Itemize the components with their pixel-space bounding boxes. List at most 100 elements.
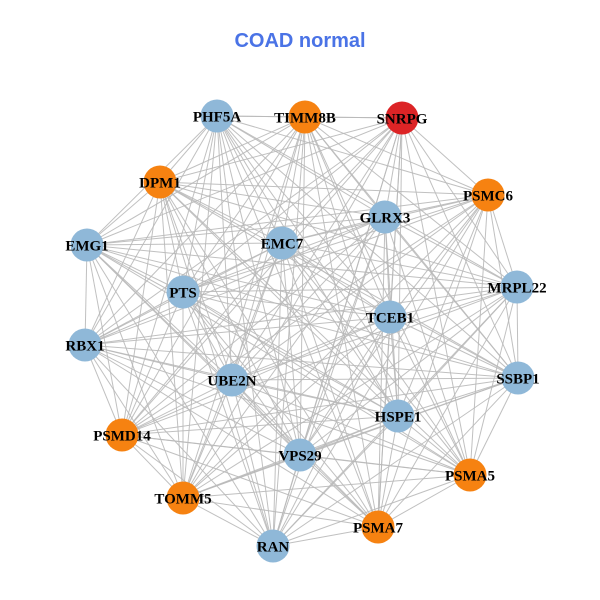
node-label-SSBP1: SSBP1 xyxy=(496,371,539,387)
edge-VPS29-PSMA7 xyxy=(299,454,379,528)
edge-MRPL22-UBE2N xyxy=(231,286,518,381)
edge-SNRPG-EMG1 xyxy=(86,117,403,246)
edge-TIMM8B-PSMD14 xyxy=(121,116,306,436)
edge-VPS29-TOMM5 xyxy=(182,454,301,499)
node-label-PSMD14: PSMD14 xyxy=(93,428,151,444)
edge-EMC7-PSMA5 xyxy=(281,242,471,476)
node-PSMC6 xyxy=(471,178,505,212)
edge-TCEB1-PSMD14 xyxy=(121,316,391,436)
edge-DPM1-EMC7 xyxy=(159,181,283,244)
plot-title: COAD normal xyxy=(234,30,366,52)
node-DPM1 xyxy=(143,165,177,199)
node-label-PTS: PTS xyxy=(169,285,197,301)
edge-EMC7-EMG1 xyxy=(86,242,283,246)
node-UBE2N xyxy=(215,363,249,397)
edge-PTS-PSMA7 xyxy=(182,291,379,528)
edge-SSBP1-RAN xyxy=(272,377,519,547)
edge-PSMC6-TCEB1 xyxy=(389,194,489,318)
edge-MRPL22-TCEB1 xyxy=(389,286,518,318)
edge-RBX1-RAN xyxy=(84,344,274,547)
edge-GLRX3-MRPL22 xyxy=(384,216,518,288)
edge-SNRPG-PSMA5 xyxy=(401,117,471,476)
node-PSMA5 xyxy=(453,458,487,492)
node-label-GLRX3: GLRX3 xyxy=(360,210,411,226)
edge-VPS29-PSMA5 xyxy=(299,454,471,476)
edge-MRPL22-PSMA5 xyxy=(469,286,518,476)
edge-EMC7-MRPL22 xyxy=(281,242,518,288)
edge-PTS-PSMD14 xyxy=(121,291,184,436)
edge-TIMM8B-RBX1 xyxy=(84,116,306,346)
node-label-EMG1: EMG1 xyxy=(65,238,108,254)
edge-DPM1-SSBP1 xyxy=(159,181,519,379)
edge-EMG1-RAN xyxy=(86,244,274,547)
edge-PSMC6-RBX1 xyxy=(84,194,489,346)
edge-TOMM5-RAN xyxy=(182,497,274,547)
edge-HSPE1-PSMA7 xyxy=(377,415,399,528)
edge-GLRX3-UBE2N xyxy=(231,216,386,381)
edge-RBX1-PSMA5 xyxy=(84,344,471,476)
edge-MRPL22-PSMD14 xyxy=(121,286,518,436)
node-label-TIMM8B: TIMM8B xyxy=(274,110,336,126)
edge-GLRX3-SSBP1 xyxy=(384,216,519,379)
edge-HSPE1-PSMD14 xyxy=(121,415,399,436)
edge-PHF5A-PSMD14 xyxy=(121,115,218,436)
edge-EMG1-PSMD14 xyxy=(86,244,123,436)
node-TCEB1 xyxy=(373,300,407,334)
edge-DPM1-TOMM5 xyxy=(159,181,184,499)
edge-PSMA5-PSMA7 xyxy=(377,474,471,528)
edges-layer xyxy=(84,115,519,547)
edge-SNRPG-PSMD14 xyxy=(121,117,403,436)
edge-DPM1-GLRX3 xyxy=(159,181,386,218)
edge-TIMM8B-PTS xyxy=(182,116,306,293)
edge-TIMM8B-EMC7 xyxy=(281,116,306,244)
edge-SNRPG-GLRX3 xyxy=(384,117,403,218)
node-EMC7 xyxy=(265,226,299,260)
edge-RBX1-TOMM5 xyxy=(84,344,184,499)
node-HSPE1 xyxy=(381,399,415,433)
edge-PSMA7-RAN xyxy=(272,526,379,547)
node-VPS29 xyxy=(283,438,317,472)
edge-TIMM8B-EMG1 xyxy=(86,116,306,246)
edge-EMG1-RBX1 xyxy=(84,244,88,346)
edge-PTS-HSPE1 xyxy=(182,291,399,417)
edge-GLRX3-PSMA7 xyxy=(377,216,386,528)
edge-SSBP1-UBE2N xyxy=(231,377,519,381)
nodes-layer xyxy=(68,99,535,563)
edge-UBE2N-HSPE1 xyxy=(231,379,399,417)
node-label-PHF5A: PHF5A xyxy=(193,109,241,125)
edge-TIMM8B-DPM1 xyxy=(159,116,306,183)
node-label-MRPL22: MRPL22 xyxy=(487,280,546,296)
edge-EMG1-PTS xyxy=(86,244,184,293)
edge-SSBP1-PSMA7 xyxy=(377,377,519,528)
edge-GLRX3-PSMA5 xyxy=(384,216,471,476)
node-label-PSMA7: PSMA7 xyxy=(353,520,403,536)
edge-EMG1-TOMM5 xyxy=(86,244,184,499)
node-label-UBE2N: UBE2N xyxy=(207,373,256,389)
edge-EMG1-UBE2N xyxy=(86,244,233,381)
edge-SNRPG-HSPE1 xyxy=(397,117,403,417)
edge-GLRX3-PSMD14 xyxy=(121,216,386,436)
node-label-EMC7: EMC7 xyxy=(261,236,304,252)
edge-SNRPG-SSBP1 xyxy=(401,117,519,379)
edge-MRPL22-VPS29 xyxy=(299,286,518,456)
edge-UBE2N-PSMA5 xyxy=(231,379,471,476)
node-SSBP1 xyxy=(501,361,535,395)
edge-DPM1-RAN xyxy=(159,181,274,547)
node-PTS xyxy=(166,275,200,309)
edge-EMC7-HSPE1 xyxy=(281,242,399,417)
edge-DPM1-PSMC6 xyxy=(159,181,489,196)
edge-DPM1-RBX1 xyxy=(84,181,161,346)
node-label-TCEB1: TCEB1 xyxy=(366,310,414,326)
edge-MRPL22-PSMA7 xyxy=(377,286,518,528)
node-SNRPG xyxy=(385,101,419,135)
node-label-PSMC6: PSMC6 xyxy=(463,188,513,204)
node-RBX1 xyxy=(68,328,102,362)
edge-SSBP1-PSMA5 xyxy=(469,377,519,476)
edge-RBX1-SSBP1 xyxy=(84,344,519,379)
node-label-RAN: RAN xyxy=(257,539,290,555)
edge-SSBP1-PSMD14 xyxy=(121,377,519,436)
edge-EMC7-VPS29 xyxy=(281,242,301,456)
edge-RBX1-PSMA7 xyxy=(84,344,379,528)
edge-DPM1-PSMA5 xyxy=(159,181,471,476)
edge-DPM1-PSMD14 xyxy=(121,181,161,436)
